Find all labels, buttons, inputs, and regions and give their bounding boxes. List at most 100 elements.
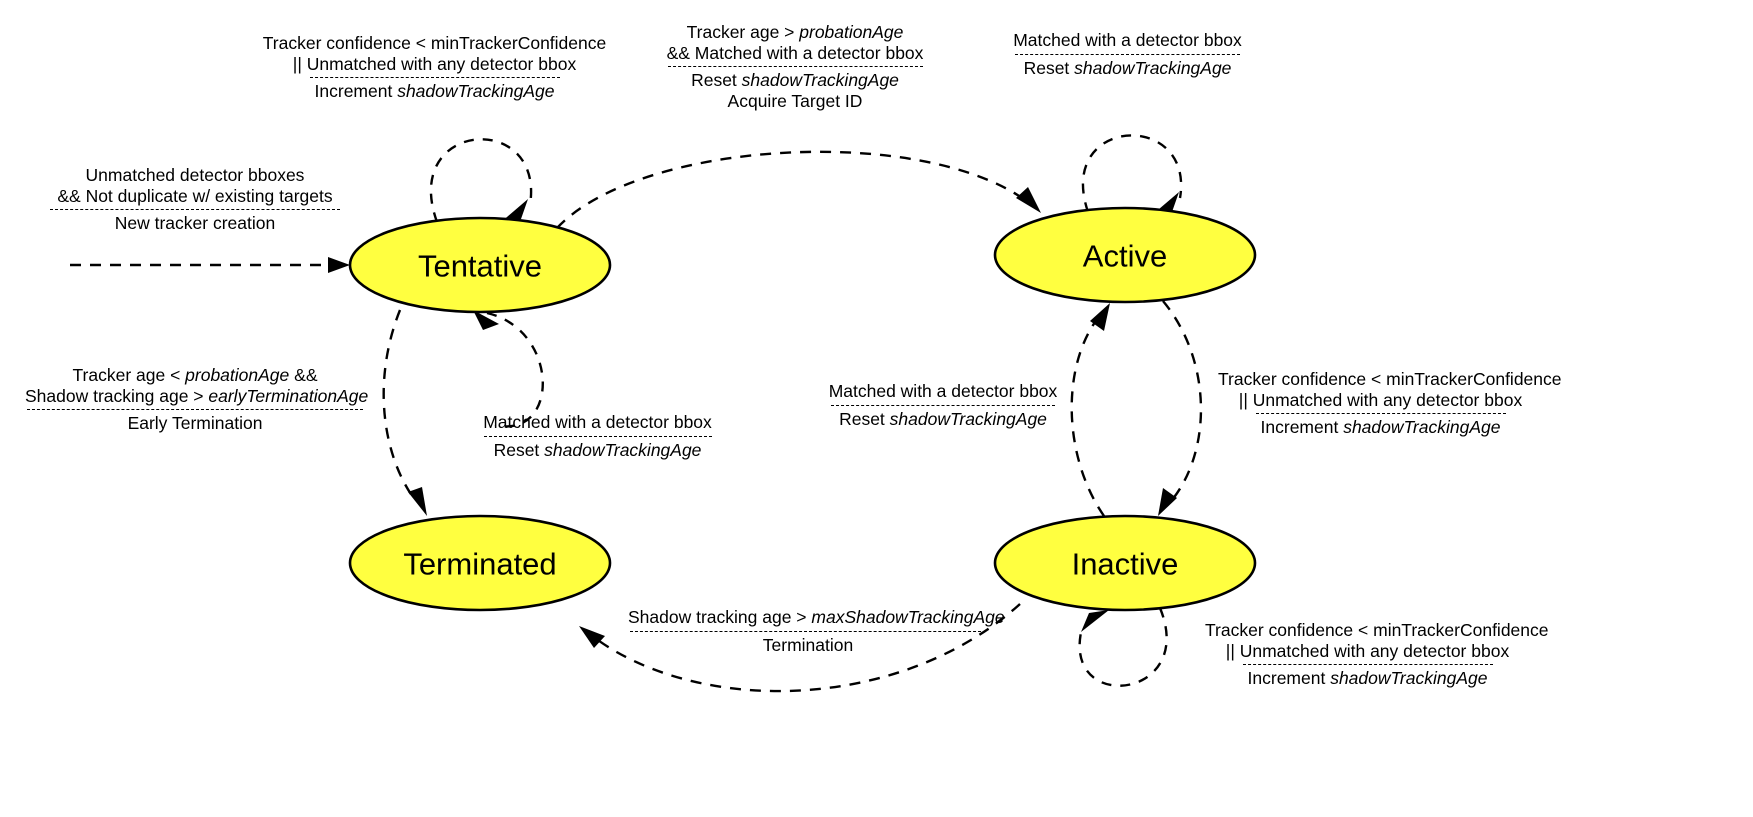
label-divider	[27, 409, 363, 410]
label-action-line-1: Reset shadowTrackingAge	[828, 409, 1058, 430]
edge-label-inactive-to-terminated: Shadow tracking age > maxShadowTrackingA…	[628, 607, 1005, 655]
label-condition-line-2: Shadow tracking age > earlyTerminationAg…	[25, 385, 369, 407]
state-node-inactive[interactable]: Inactive	[993, 514, 1257, 612]
label-condition2-variable: earlyTerminationAge	[208, 385, 369, 406]
edge-active-self-matched	[1081, 134, 1183, 215]
label-condition-line-2: && Matched with a detector bbox	[666, 42, 924, 63]
edge-label-active-self-matched: Matched with a detector bbox Reset shado…	[1010, 30, 1245, 78]
label-divider	[667, 66, 923, 67]
label-action-line-1: Reset shadowTrackingAge	[655, 70, 935, 91]
state-node-terminated[interactable]: Terminated	[348, 514, 612, 612]
label-action-line-2: Acquire Target ID	[727, 90, 863, 111]
label-action-line-1: New tracker creation	[114, 213, 276, 233]
edge-path	[429, 138, 533, 223]
label-action-variable: shadowTrackingAge	[1343, 417, 1501, 437]
label-action-prefix: Reset	[691, 70, 742, 90]
edge-inactive-self-shadow	[1078, 607, 1168, 687]
arrowhead	[500, 199, 528, 223]
label-condition-line-1: Tracker confidence < minTrackerConfidenc…	[1205, 620, 1549, 640]
edge-path	[382, 309, 416, 501]
label-condition-prefix: Tracker age >	[686, 22, 800, 42]
state-ellipse-tentative[interactable]	[348, 216, 612, 314]
edge-create-tentative	[70, 257, 350, 273]
edge-inactive-to-terminated	[579, 603, 1021, 693]
edge-tentative-self-matched	[473, 310, 544, 428]
label-condition-line-1: Matched with a detector bbox	[828, 381, 1058, 401]
state-node-tentative[interactable]: Tentative	[348, 216, 612, 314]
state-ellipse-terminated[interactable]	[348, 514, 612, 612]
label-condition-variable: probationAge	[185, 365, 290, 385]
label-divider	[1242, 664, 1493, 665]
label-action-prefix: Reset	[493, 439, 545, 460]
edge-path	[556, 150, 1026, 229]
label-divider	[483, 435, 712, 437]
edge-label-tentative-to-terminated: Tracker age < probationAge && Shadow tra…	[25, 365, 369, 434]
label-condition-variable: maxShadowTrackingAge	[811, 607, 1005, 627]
label-action-line-1: Reset shadowTrackingAge	[465, 440, 730, 461]
label-action-line-1: Early Termination	[127, 413, 263, 433]
state-label-active: Active	[1083, 239, 1167, 274]
label-condition-line-2: && Not duplicate w/ existing targets	[57, 185, 333, 206]
label-condition-line-1: Tracker age < probationAge &&	[25, 365, 365, 386]
label-condition-line-1: Tracker age > probationAge	[655, 22, 935, 43]
label-condition-line-1: Unmatched detector bboxes	[85, 165, 305, 185]
label-divider	[630, 630, 986, 632]
edge-path	[1078, 607, 1168, 687]
edge-tentative-self-shadow	[429, 138, 533, 223]
label-action-line-1: Increment shadowTrackingAge	[1218, 417, 1543, 438]
edge-label-inactive-to-active: Matched with a detector bbox Reset shado…	[828, 381, 1058, 429]
state-label-terminated: Terminated	[403, 547, 556, 582]
edge-path	[1081, 134, 1183, 213]
edge-path	[1162, 300, 1203, 501]
edge-tentative-to-active	[556, 150, 1041, 229]
label-condition-line-1: Shadow tracking age > maxShadowTrackingA…	[628, 607, 1005, 628]
label-divider	[309, 77, 560, 78]
arrowhead	[1081, 610, 1109, 632]
arrowhead	[408, 487, 427, 516]
label-condition-prefix: Tracker age <	[72, 365, 186, 385]
label-action-line-1: Increment shadowTrackingAge	[1205, 668, 1530, 689]
edge-label-create-tentative: Unmatched detector bboxes && Not duplica…	[45, 165, 345, 234]
label-condition-line-2: || Unmatched with any detector bbox	[292, 53, 577, 74]
label-action-variable: shadowTrackingAge	[1330, 668, 1488, 688]
label-condition-line-1: Tracker confidence < minTrackerConfidenc…	[1218, 369, 1562, 389]
label-action-line-1: Reset shadowTrackingAge	[1010, 58, 1245, 79]
edge-active-to-inactive	[1158, 300, 1203, 516]
arrowhead	[1158, 488, 1177, 516]
label-action-variable: shadowTrackingAge	[889, 408, 1047, 429]
edge-inactive-to-active	[1070, 303, 1110, 517]
label-condition-line-1: Tracker confidence < minTrackerConfidenc…	[262, 33, 607, 53]
state-ellipse-active[interactable]	[993, 206, 1257, 304]
arrowhead	[1016, 187, 1041, 213]
label-action-variable: shadowTrackingAge	[1074, 57, 1232, 78]
label-action-prefix: Increment	[1247, 668, 1331, 688]
state-ellipse-inactive[interactable]	[993, 514, 1257, 612]
edge-path	[486, 311, 544, 428]
edge-label-active-to-inactive: Tracker confidence < minTrackerConfidenc…	[1218, 369, 1562, 438]
label-divider	[1015, 53, 1240, 55]
arrowhead	[579, 626, 605, 648]
label-action-prefix: Reset	[839, 408, 890, 429]
label-condition-prefix: Shadow tracking age >	[628, 607, 812, 627]
label-condition-line-2: || Unmatched with any detector bbox	[1238, 389, 1523, 410]
label-condition-line-1: Matched with a detector bbox	[483, 412, 712, 432]
edge-path	[594, 603, 1021, 693]
label-action-variable: shadowTrackingAge	[741, 70, 899, 90]
edge-label-tentative-to-active: Tracker age > probationAge && Matched wi…	[655, 22, 935, 111]
label-action-prefix: Reset	[1023, 57, 1075, 78]
label-condition-variable: probationAge	[799, 22, 904, 42]
edge-path	[1070, 317, 1105, 517]
arrowhead	[473, 310, 499, 330]
edge-label-tentative-self-shadow: Tracker confidence < minTrackerConfidenc…	[262, 33, 607, 102]
edge-label-tentative-self-matched: Matched with a detector bbox Reset shado…	[465, 412, 730, 460]
label-action-prefix: Increment	[314, 81, 398, 101]
arrowhead	[1090, 303, 1110, 331]
label-condition2-prefix: Shadow tracking age >	[25, 385, 209, 406]
edge-label-inactive-self-shadow: Tracker confidence < minTrackerConfidenc…	[1205, 620, 1549, 689]
label-divider	[1255, 413, 1506, 414]
state-node-active[interactable]: Active	[993, 206, 1257, 304]
arrowhead	[328, 257, 350, 273]
edge-tentative-to-terminated	[382, 309, 427, 516]
